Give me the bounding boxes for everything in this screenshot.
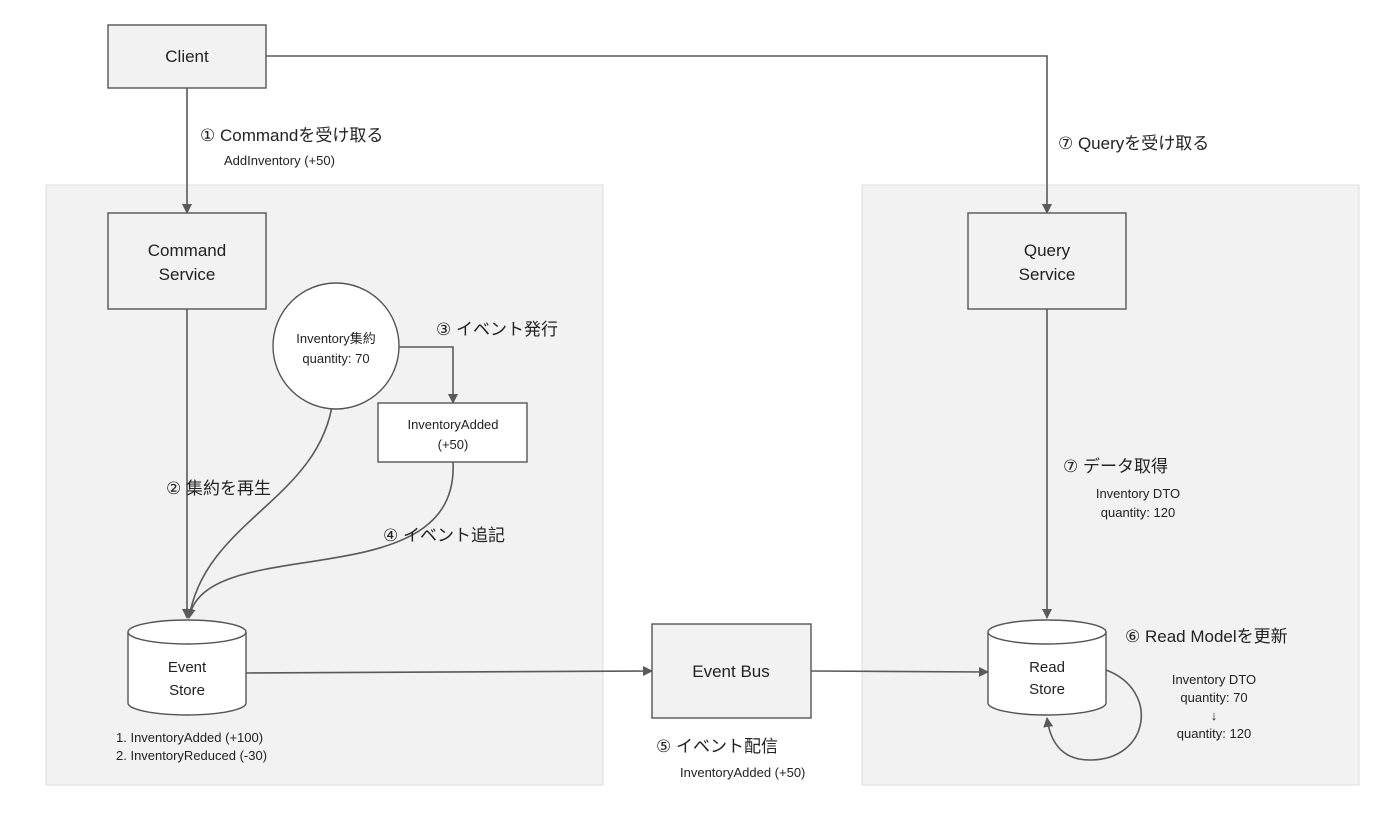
query-service-node: [967, 212, 1127, 310]
step6-sublabel-3: ↓: [1211, 708, 1218, 723]
step6-sublabel-2: quantity: 70: [1180, 690, 1247, 705]
client-label: Client: [165, 47, 209, 66]
aggregate-label-2: quantity: 70: [302, 351, 369, 366]
step5-label: ⑤ イベント配信: [656, 737, 778, 756]
client-node: [107, 24, 267, 89]
step7-query-label: ⑦ Queryを受け取る: [1058, 134, 1209, 153]
step2-label: ② 集約を再生: [166, 479, 271, 498]
edge-replay-aggregate: [188, 399, 337, 619]
event-store-node: [127, 619, 247, 716]
inventory-added-event-node: [377, 402, 528, 463]
event-box-label-1: InventoryAdded: [407, 417, 498, 432]
edge-append-event: [185, 461, 454, 619]
query-service-label-2: Service: [1019, 265, 1076, 284]
edge-aggregate-to-event: [399, 346, 458, 404]
read-store-label-2: Store: [1029, 681, 1065, 698]
inventory-aggregate-node: [272, 282, 400, 410]
query-service-label-1: Query: [1024, 241, 1071, 260]
step6-sublabel-1: Inventory DTO: [1172, 672, 1256, 687]
edge-client-to-query-service: [266, 55, 1052, 214]
step1-sublabel: AddInventory (+50): [224, 153, 335, 168]
event-box-label-2: (+50): [438, 437, 469, 452]
step7-data-label: ⑦ データ取得: [1063, 456, 1168, 476]
step6-sublabel-4: quantity: 120: [1177, 726, 1251, 741]
edge-read-store-self-update: [1043, 669, 1143, 761]
read-store-node: [987, 619, 1107, 716]
step3-label: ③ イベント発行: [436, 320, 558, 339]
step5-sublabel: InventoryAdded (+50): [680, 765, 805, 780]
event-store-list-item-2: 2. InventoryReduced (-30): [116, 748, 267, 763]
event-store-list-item-1: 1. InventoryAdded (+100): [116, 730, 263, 745]
event-bus-node: [651, 623, 812, 719]
step7-data-sublabel-2: quantity: 120: [1101, 505, 1175, 520]
event-store-label-1: Event: [168, 659, 207, 676]
aggregate-label-1: Inventory集約: [296, 331, 375, 346]
step4-label: ④ イベント追記: [383, 526, 505, 545]
step6-label: ⑥ Read Modelを更新: [1125, 627, 1288, 646]
step1-label: ① Commandを受け取る: [200, 126, 383, 145]
step7-data-sublabel-1: Inventory DTO: [1096, 486, 1180, 501]
command-service-node: [107, 212, 267, 310]
command-service-label-2: Service: [159, 265, 216, 284]
event-store-label-2: Store: [169, 682, 205, 699]
read-store-label-1: Read: [1029, 659, 1065, 676]
edge-event-store-to-bus: [244, 666, 653, 677]
command-service-label-1: Command: [148, 241, 226, 260]
edge-bus-to-read-store: [810, 666, 989, 677]
event-bus-label: Event Bus: [692, 662, 770, 681]
